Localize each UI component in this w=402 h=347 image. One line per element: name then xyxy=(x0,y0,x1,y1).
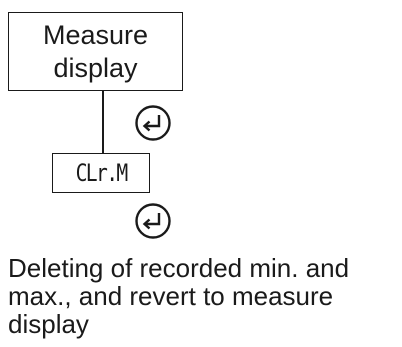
enter-key-icon xyxy=(134,202,172,240)
measure-display-box: Measure display xyxy=(8,12,183,91)
connector-line xyxy=(102,90,104,153)
clr-m-code-label: CLr.M xyxy=(75,159,128,187)
description-text: Deleting of recorded min. and max., and … xyxy=(8,253,350,339)
clr-m-code-box: CLr.M xyxy=(52,153,150,193)
enter-key-icon xyxy=(134,104,172,142)
